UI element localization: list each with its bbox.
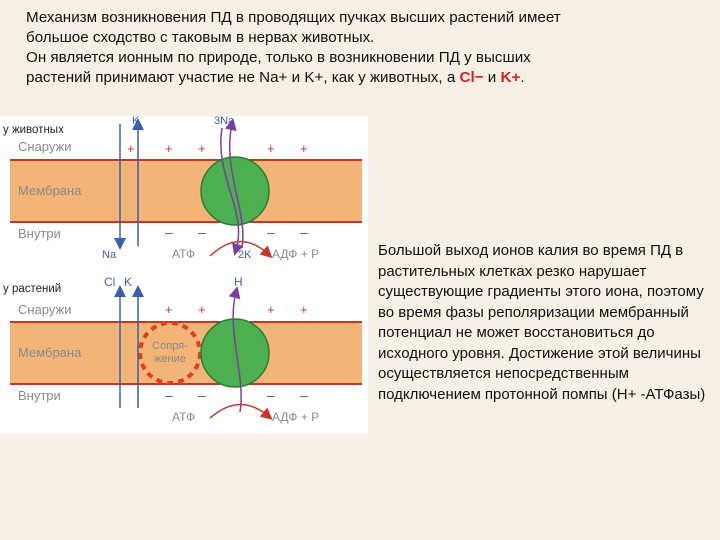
coupling-label-1: Сопря- <box>152 340 188 352</box>
plant-inside-label: Внутри <box>18 388 61 403</box>
plus-sign: + <box>300 141 308 156</box>
side-explanation: Большой выход ионов калия во время ПД в … <box>378 242 706 403</box>
minus-sign: – <box>165 387 173 403</box>
animal-ion-3na-label: 3Na <box>214 116 235 127</box>
plant-membrane-label: Мембрана <box>18 345 82 360</box>
plus-sign: + <box>267 141 275 156</box>
plant-minus-signs: – – – – <box>165 387 308 403</box>
plant-membrane <box>10 322 362 384</box>
plant-plus-signs: + + + + <box>165 302 308 317</box>
animal-adp-label: АДФ + P <box>272 247 319 261</box>
membrane-figure: у животных Снаружи + + + + + Мембрана Вн… <box>0 116 368 434</box>
plus-sign: + <box>300 302 308 317</box>
minus-sign: – <box>267 387 275 403</box>
minus-sign: – <box>198 387 206 403</box>
animal-minus-signs: – – – – <box>165 224 308 240</box>
k-pump-arrow <box>220 127 244 256</box>
na-pump-arrow <box>224 118 244 249</box>
animal-inside-label: Внутри <box>18 226 61 241</box>
plus-sign: + <box>198 302 206 317</box>
plant-ion-cl-label: Cl <box>104 275 115 289</box>
plant-ion-h-label: H <box>234 275 243 289</box>
animal-ion-k-label: K <box>132 116 140 127</box>
plant-outside-label: Снаружи <box>18 302 72 317</box>
plus-sign: + <box>165 302 173 317</box>
plus-sign: + <box>165 141 173 156</box>
minus-sign: – <box>300 387 308 403</box>
minus-sign: – <box>165 224 173 240</box>
animal-na-k-pump <box>200 156 270 226</box>
animal-outside-label: Снаружи <box>18 139 72 154</box>
animal-ion-na-label: Na <box>102 249 117 261</box>
plus-sign: + <box>198 141 206 156</box>
plant-proton-pump <box>200 318 270 388</box>
h-pump-arrow <box>228 286 242 413</box>
plant-panel-title: у растений <box>3 283 61 295</box>
plus-sign: + <box>127 141 135 156</box>
coupling-circle <box>138 321 202 385</box>
animal-atp-label: АТФ <box>172 247 195 261</box>
intro-text: Механизм возникновения ПД в проводящих п… <box>26 8 686 88</box>
plant-adp-label: АДФ + P <box>272 410 319 424</box>
minus-sign: – <box>267 224 275 240</box>
coupling-label-2: жение <box>154 353 186 365</box>
animal-atp-arrow <box>209 240 273 259</box>
minus-sign: – <box>300 224 308 240</box>
plant-atp-label: АТФ <box>172 410 195 424</box>
animal-membrane-label: Мембрана <box>18 183 82 198</box>
animal-membrane <box>10 160 362 222</box>
animal-plus-signs: + + + + + <box>127 141 308 156</box>
ion-cl-highlight: Cl− <box>459 69 484 86</box>
intro-line-4: растений принимают участие не Na+ и K+, … <box>26 68 686 88</box>
intro-line-3: Он является ионным по природе, только в … <box>26 49 531 66</box>
minus-sign: – <box>198 224 206 240</box>
intro-period: . <box>520 69 525 86</box>
plant-ion-k-label: K <box>124 275 132 289</box>
plus-sign: + <box>267 302 275 317</box>
animal-ion-2k-label: 2K <box>238 249 252 261</box>
intro-line-2: большое сходство с таковым в нервах живо… <box>26 29 375 46</box>
plant-atp-arrow <box>209 403 273 420</box>
animal-panel-title: у животных <box>3 124 64 136</box>
intro-line-4-text: растений принимают участие не Na+ и K+, … <box>26 69 460 86</box>
intro-and: и <box>483 69 501 86</box>
intro-line-1: Механизм возникновения ПД в проводящих п… <box>26 9 561 26</box>
ion-k-highlight: K+ <box>500 69 521 86</box>
